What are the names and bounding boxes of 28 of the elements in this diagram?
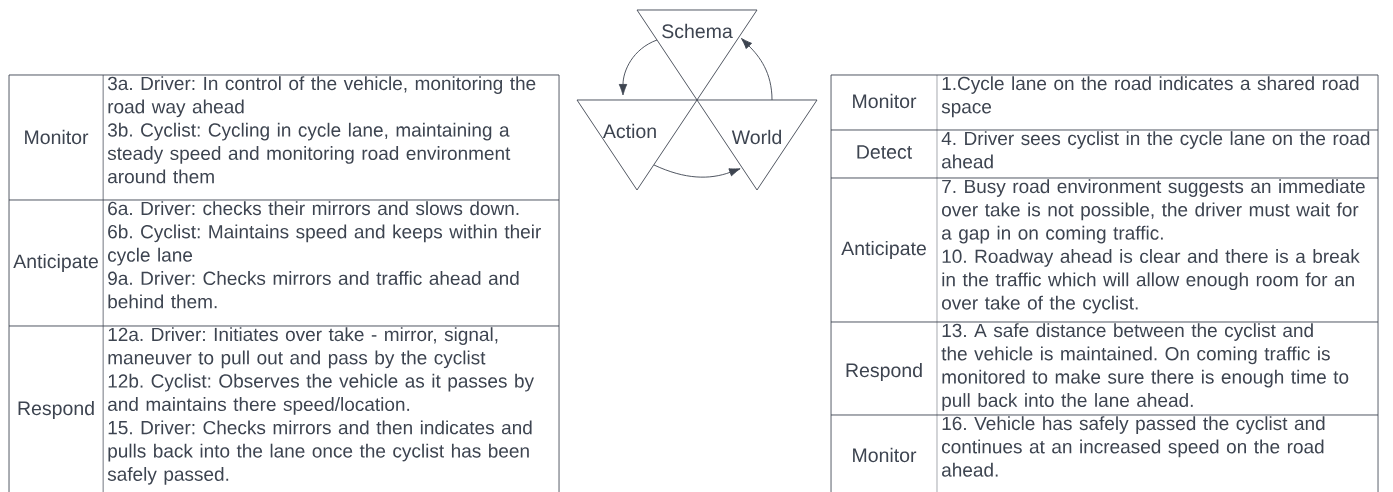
arrow [653,164,741,178]
row-heading: Respond [846,362,922,382]
cell-text: 3a. Driver: In control of the vehicle, monitoring the road way ahead [107,76,536,118]
row-heading: Monitor [853,93,917,109]
cell-text: 6a. Driver: checks their mirrors and slows down. [108,201,519,216]
cell-text: 15. Driver: Checks mirrors and then indicates and pulls back into the lane once the cyclist has been safely passed. [107,420,532,485]
row-heading: Monitor [25,129,89,145]
row-heading: Anticipate [13,253,98,273]
cell-text: 12a. Driver: Initiates over take - mirror, signal, maneuver to pull out and pass by the cyclist [108,327,498,369]
arrow [618,39,658,96]
cell-text: 6b. Cyclist: Maintains speed and keeps within their cycle lane [108,224,541,266]
triangle-node: World [696,99,818,191]
row-heading: Anticipate [841,240,926,260]
cell-text: 7. Busy road environment suggests an immediate over take is not possible, the driver must wait for a gap in on coming traffic. [942,179,1365,244]
cell-text: 10. Roadway ahead is clear and there is a break in the traffic which will allow enough room for an over take of the cyclist. [942,249,1360,314]
row-heading: Respond [18,400,94,420]
cell-text: 4. Driver sees cyclist in the cycle lane on the road ahead [941,131,1370,169]
arrow [740,37,773,101]
cell-text: 1.Cycle lane on the road indicates a shared road space [941,76,1359,118]
cell-text: 9a. Driver: Checks mirrors and traffic ahead and behind them. [108,271,519,309]
cell-text: 12b. Cyclist: Observes the vehicle as it passes by and maintains there speed/location. [108,373,534,415]
triangle-node: Schema [636,9,758,101]
row-heading: Monitor [853,447,917,463]
cell-text: 16. Vehicle has safely passed the cyclist and continues at an increased speed on the road ahead. [942,416,1325,477]
cell-text: 13. A safe distance between the cyclist and the vehicle is maintained. On coming traffic is monitored to make sure there is enough time to pull back into the lane ahead. [941,323,1349,411]
cell-text: 3b. Cyclist: Cycling in cycle lane, maintaining a steady speed and monitoring road environment around them [107,122,511,184]
triangle-node: Action [576,99,698,191]
row-heading: Detect [857,145,913,159]
